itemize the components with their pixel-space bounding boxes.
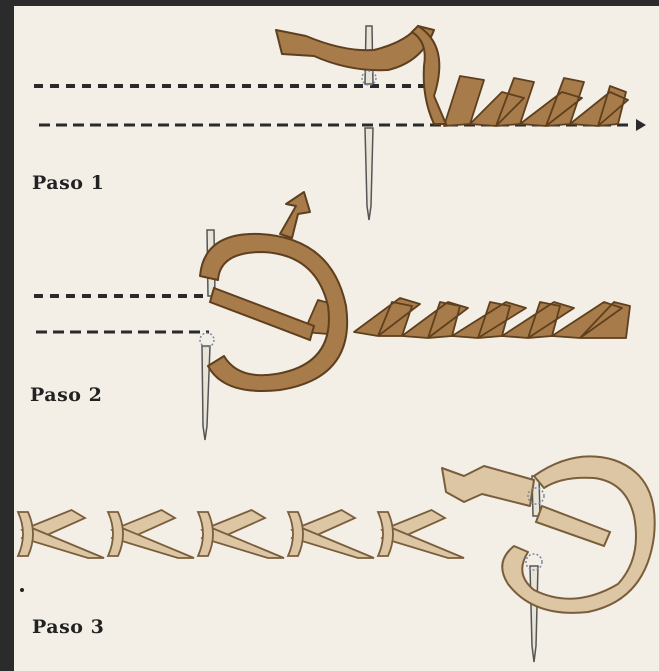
braid-fold bbox=[288, 512, 303, 556]
stray-dot bbox=[20, 588, 24, 592]
step-1-arrow-head bbox=[636, 119, 646, 131]
step-3-ribbon-braid bbox=[18, 510, 464, 558]
step-3-illustration bbox=[18, 456, 655, 662]
braid-segment-lower bbox=[202, 528, 284, 558]
ribbon-stitch-diagram bbox=[14, 6, 659, 671]
step-3-ribbon-strap bbox=[536, 506, 610, 546]
step-2-needle-bottom bbox=[202, 346, 210, 440]
braid-fold bbox=[18, 512, 33, 556]
braid-segment-lower bbox=[292, 528, 374, 558]
step-1-ribbon-end bbox=[276, 26, 434, 70]
braid-segment-lower bbox=[22, 528, 104, 558]
step-2-label: Paso 2 bbox=[30, 384, 102, 406]
step-1-illustration bbox=[34, 26, 646, 220]
braid-fold bbox=[198, 512, 213, 556]
step-2-ribbon-cross bbox=[210, 288, 314, 340]
step-2-ribbon-zigzag bbox=[304, 298, 630, 338]
braid-fold bbox=[108, 512, 123, 556]
step-2-illustration bbox=[34, 192, 630, 440]
braid-segment-lower bbox=[382, 528, 464, 558]
braid-segment-lower bbox=[112, 528, 194, 558]
step-1-label: Paso 1 bbox=[32, 172, 104, 194]
illustration-frame: Paso 1 Paso 2 Paso 3 bbox=[14, 6, 659, 671]
step-1-ribbon-zigzag bbox=[444, 76, 628, 126]
step-3-label: Paso 3 bbox=[32, 616, 104, 638]
braid-fold bbox=[378, 512, 393, 556]
step-1-needle-bottom bbox=[365, 128, 373, 220]
step-2-ribbon-end bbox=[280, 192, 310, 238]
step-3-needle-bottom bbox=[530, 566, 538, 662]
step-2-puncture bbox=[200, 333, 214, 347]
step-3-ribbon-end bbox=[442, 466, 534, 506]
